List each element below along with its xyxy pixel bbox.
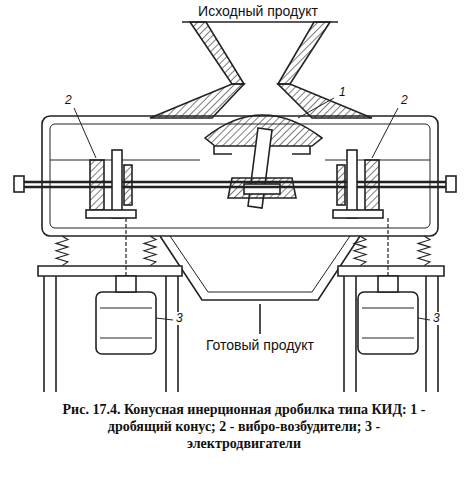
housing <box>42 116 438 236</box>
bowl <box>150 84 244 118</box>
hopper-wall <box>190 22 244 84</box>
hopper-wall <box>278 22 330 84</box>
figure-caption: Рис. 17.4. Конусная инерционная дробилка… <box>58 402 430 452</box>
callout-number: 3 <box>432 312 441 325</box>
electric-motor <box>96 276 156 354</box>
drive-shaft <box>18 181 452 184</box>
vibro-exciter <box>86 150 136 218</box>
vibro-exciter <box>333 150 383 218</box>
electric-motor <box>358 276 418 354</box>
bowl <box>278 84 372 118</box>
springs <box>56 236 430 266</box>
discharge-hopper <box>160 236 360 300</box>
callout-number: 2 <box>64 94 73 107</box>
leader-lines <box>74 98 430 320</box>
callout-number: 2 <box>400 94 409 107</box>
callout-number: 3 <box>175 312 184 325</box>
callout-number: 1 <box>338 86 347 99</box>
flow-label: Исходный продукт <box>198 4 318 19</box>
flow-label: Готовый продукт <box>205 338 315 353</box>
support-frame <box>38 266 182 276</box>
support-frame <box>338 266 444 276</box>
